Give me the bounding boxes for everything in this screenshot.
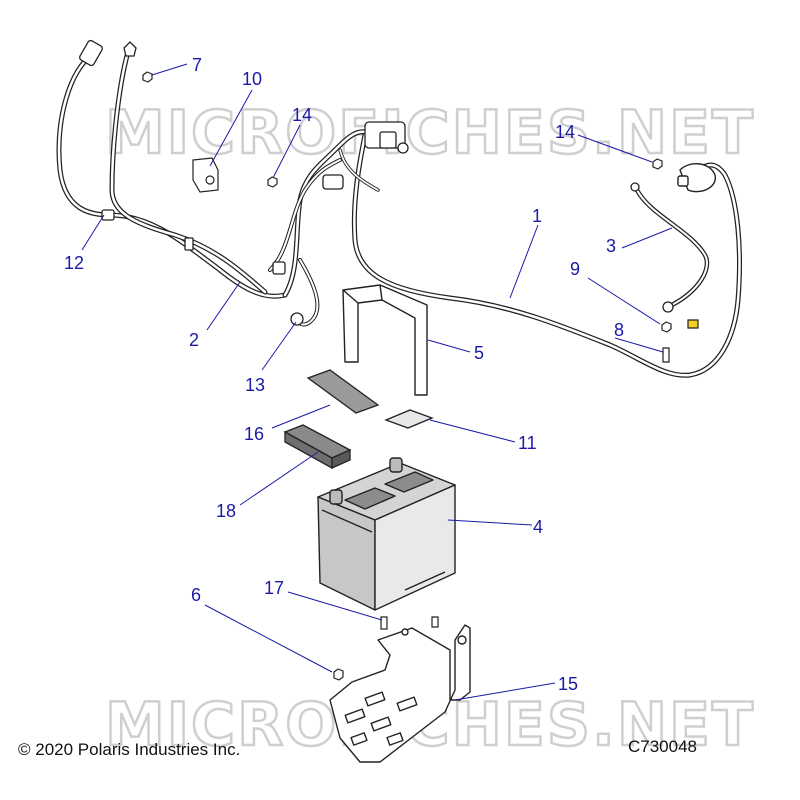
callout-11[interactable]: 11 [518, 433, 537, 453]
pad-16[interactable] [306, 369, 380, 414]
battery-cable-3[interactable] [630, 182, 710, 313]
callout-14-left[interactable]: 14 [292, 105, 312, 125]
nut-7 [142, 71, 153, 83]
bolt-tray [431, 616, 439, 628]
callout-labels: 1 2 3 4 5 6 7 8 9 10 11 12 13 14 14 15 1… [64, 55, 624, 694]
callout-13[interactable]: 13 [245, 375, 265, 395]
callout-12[interactable]: 12 [64, 253, 84, 273]
leader-lines [81, 63, 673, 701]
nut-14-left [267, 176, 278, 188]
callout-14-right[interactable]: 14 [555, 122, 575, 142]
bolt-8 [662, 347, 670, 363]
callout-8[interactable]: 8 [614, 320, 624, 340]
hold-down-strap[interactable] [342, 284, 428, 396]
nut-14-right [652, 158, 663, 170]
callout-10[interactable]: 10 [242, 69, 262, 89]
pad-11[interactable] [384, 409, 434, 429]
battery-tray[interactable] [329, 624, 471, 763]
callout-15[interactable]: 15 [558, 674, 578, 694]
battery[interactable] [317, 457, 456, 611]
diagram-code: C730048 [628, 737, 697, 756]
callout-2[interactable]: 2 [189, 330, 199, 350]
copyright-text: © 2020 Polaris Industries Inc. [18, 740, 240, 759]
callout-4[interactable]: 4 [533, 517, 543, 537]
callout-17[interactable]: 17 [264, 578, 284, 598]
callout-6[interactable]: 6 [191, 585, 201, 605]
bolt-17 [380, 616, 388, 630]
callout-16[interactable]: 16 [244, 424, 264, 444]
nut-9 [661, 321, 672, 333]
nut-6 [333, 668, 344, 681]
positive-terminal-boot [677, 163, 716, 193]
callout-3[interactable]: 3 [606, 236, 616, 256]
callout-7[interactable]: 7 [192, 55, 202, 75]
callout-18[interactable]: 18 [216, 501, 236, 521]
callout-1[interactable]: 1 [532, 206, 542, 226]
watermark-top: MICROFICHES.NET [105, 98, 755, 168]
harness-terminals [79, 39, 409, 326]
callout-5[interactable]: 5 [474, 343, 484, 363]
relay-10 [192, 157, 219, 193]
terminal-cover-18[interactable] [283, 424, 352, 470]
callout-9[interactable]: 9 [570, 259, 580, 279]
fasteners [142, 71, 699, 681]
bolt-yellow [687, 319, 699, 329]
